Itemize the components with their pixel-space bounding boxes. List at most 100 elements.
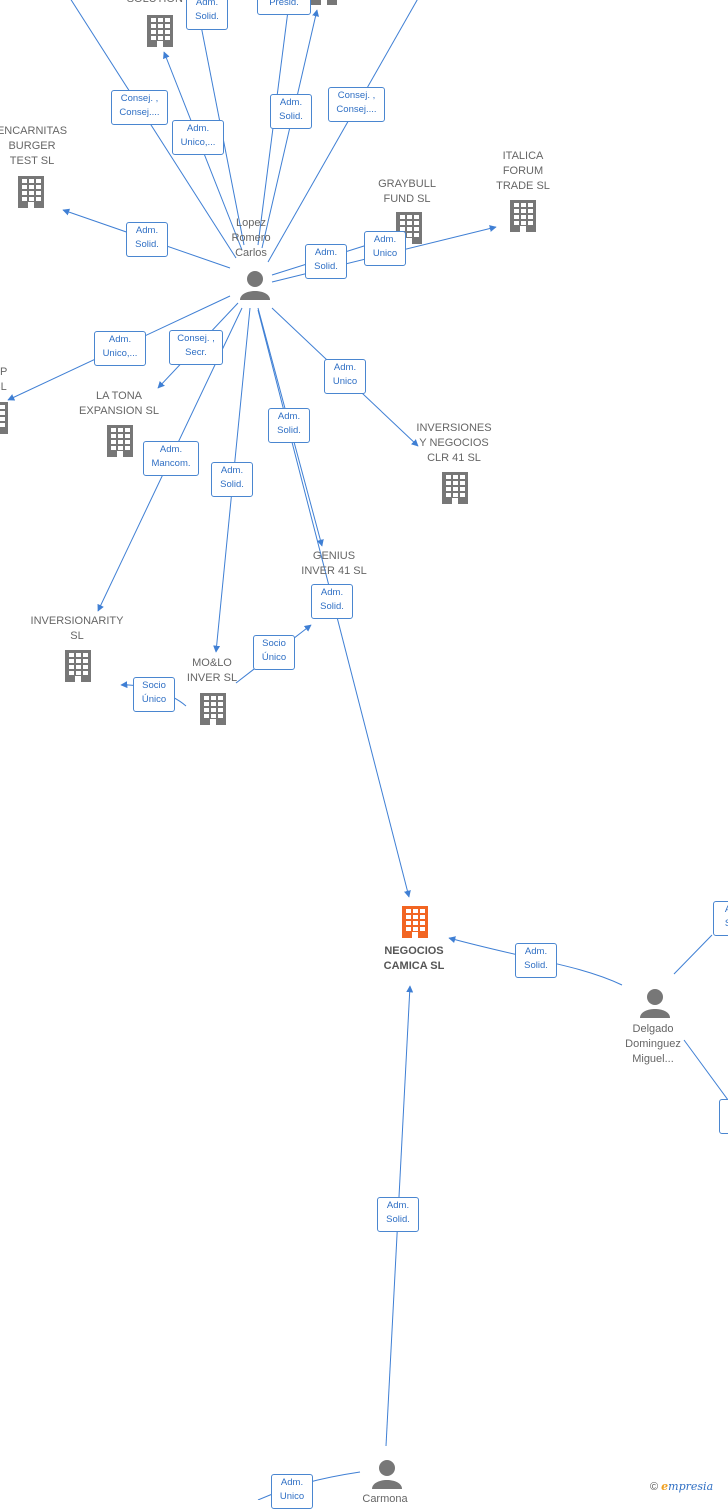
node-label-line: GENIUS xyxy=(312,550,356,562)
building-icon[interactable] xyxy=(311,0,337,5)
node-label-line: SOLUTION S xyxy=(127,0,194,7)
node-label-line: EXPANSION SL xyxy=(79,405,159,417)
edge-label-e4[interactable]: Adm. Unico,... xyxy=(172,120,224,155)
person-icon[interactable] xyxy=(640,989,670,1018)
building-icon[interactable] xyxy=(0,402,8,434)
edge-label-line: A xyxy=(724,1101,728,1115)
edge-label-line: Solid. xyxy=(277,425,301,436)
node-label-line: FORUM xyxy=(502,165,544,177)
building-icon[interactable] xyxy=(510,200,536,232)
person-icon[interactable] xyxy=(372,1460,402,1489)
edge-label-line: Solid. xyxy=(135,239,159,250)
edge-label-e8[interactable]: Adm.Solid. xyxy=(305,244,347,279)
edge-label-line: Solid. xyxy=(524,960,548,971)
edge-label-line: Secr. xyxy=(185,347,207,358)
building-icon[interactable] xyxy=(107,425,133,457)
person-icon[interactable] xyxy=(240,271,270,300)
brand-logo: empresia xyxy=(661,1480,714,1493)
edge-label-line: Adm. xyxy=(220,465,244,476)
edge-label-line: Solid. xyxy=(220,479,244,490)
node-label-solution[interactable]: SOLUTION S xyxy=(127,0,194,7)
building-icon[interactable] xyxy=(147,15,173,47)
node-label-line: ENCARNITAS xyxy=(0,125,68,137)
edge-label-e19[interactable]: Adm. Solid. xyxy=(515,943,557,978)
edge-label-e15[interactable]: Adm. Solid. xyxy=(211,462,253,497)
node-label-line: Delgado xyxy=(632,1023,674,1035)
edge-label-line: Solid. xyxy=(195,11,219,22)
edge-label-e10[interactable]: Adm.Unico,... xyxy=(94,331,146,366)
building-icon[interactable] xyxy=(65,650,91,682)
edge-label-line: Solid. xyxy=(320,601,344,612)
building-icon[interactable] xyxy=(402,906,428,938)
node-label-line: Carlos xyxy=(235,247,267,259)
edge-label-line: Adm. xyxy=(195,0,219,8)
edge-label-e13[interactable]: Adm. Solid. xyxy=(268,408,310,443)
edge-label-line: Unico,... xyxy=(180,137,216,148)
edge-label-line: Mancom. xyxy=(151,458,191,469)
edge-label-line: Solid. xyxy=(386,1214,410,1225)
edge-label-line: Adm. xyxy=(186,123,210,134)
node-label-line: GRAYBULL xyxy=(378,178,436,190)
building-icon[interactable] xyxy=(442,472,468,504)
edge-label-e9[interactable]: Adm.Unico xyxy=(364,231,406,266)
edge-label-e14[interactable]: Adm.Mancom. xyxy=(143,441,199,476)
edge-label-line: Unico xyxy=(372,248,398,259)
node-label-latona[interactable]: LA TONA EXPANSION SL xyxy=(79,389,159,419)
node-label-line: CAMICA SL xyxy=(383,960,445,972)
building-icon[interactable] xyxy=(18,176,44,208)
edge-label-line: A xyxy=(718,903,728,917)
node-label-line: BURGER xyxy=(8,140,56,152)
node-label-negocios[interactable]: NEGOCIOS CAMICA SL xyxy=(384,944,445,974)
edge-label-e20[interactable]: Adm.Solid. xyxy=(377,1197,419,1232)
node-label-line: Lopez xyxy=(236,217,266,229)
edge-label-e6[interactable]: Consej. ,Consej.... xyxy=(328,87,385,122)
node-label-line: INVERSIONARITY xyxy=(30,615,124,627)
edge-label-e7[interactable]: Adm.Solid. xyxy=(126,222,168,257)
edge-label-line: S xyxy=(718,917,728,931)
edge-line xyxy=(70,0,237,259)
node-label-ap[interactable]: APSL xyxy=(0,365,7,395)
building-icon[interactable] xyxy=(200,693,226,725)
edge-label-e16[interactable]: Adm.Solid. xyxy=(311,584,353,619)
edge-label-line: Unico xyxy=(332,376,358,387)
edge-label-e11[interactable]: Consej. , Secr. xyxy=(169,330,223,365)
footer-credit: © empresia xyxy=(650,1480,713,1493)
edge-label-e21[interactable]: AS xyxy=(713,901,728,936)
edge-label-line: Solid. xyxy=(314,261,338,272)
edge-label-e23[interactable]: Adm.Unico xyxy=(271,1474,313,1509)
edge-label-line: Consej. , xyxy=(120,93,159,104)
edge-label-line: Adm. xyxy=(277,411,301,422)
edge-label-line: I xyxy=(724,1115,728,1129)
edge-label-e22[interactable]: AI xyxy=(719,1099,728,1134)
edge-label-e2[interactable]: Adm. Solid. xyxy=(186,0,228,30)
node-label-line: SL xyxy=(0,381,7,393)
edge-label-line: Consej. , xyxy=(177,333,215,344)
edge-label-line: Adm. xyxy=(280,1477,304,1488)
edge-label-line: Adm. xyxy=(279,97,303,108)
edge-label-e1[interactable]: Consej. , Consej.... xyxy=(111,90,168,125)
node-label-line: SL xyxy=(70,630,84,642)
edge-label-e3[interactable]: Presid. xyxy=(257,0,311,15)
node-label-inversionarity[interactable]: INVERSIONARITY SL xyxy=(31,614,124,644)
edge-label-line: Consej.... xyxy=(119,107,160,118)
edge-label-e5[interactable]: Adm.Solid. xyxy=(270,94,312,129)
edge-label-e12[interactable]: Adm.Unico xyxy=(324,359,366,394)
edge-label-line: Socio xyxy=(142,680,166,691)
node-label-line: TRADE SL xyxy=(496,180,550,192)
edge-line xyxy=(683,1039,728,1101)
node-label-line: LA TONA xyxy=(95,390,143,402)
node-label-line: NEGOCIOS xyxy=(384,945,444,957)
copyright-symbol: © xyxy=(650,1481,659,1493)
edge-label-line: Adm. xyxy=(524,946,548,957)
